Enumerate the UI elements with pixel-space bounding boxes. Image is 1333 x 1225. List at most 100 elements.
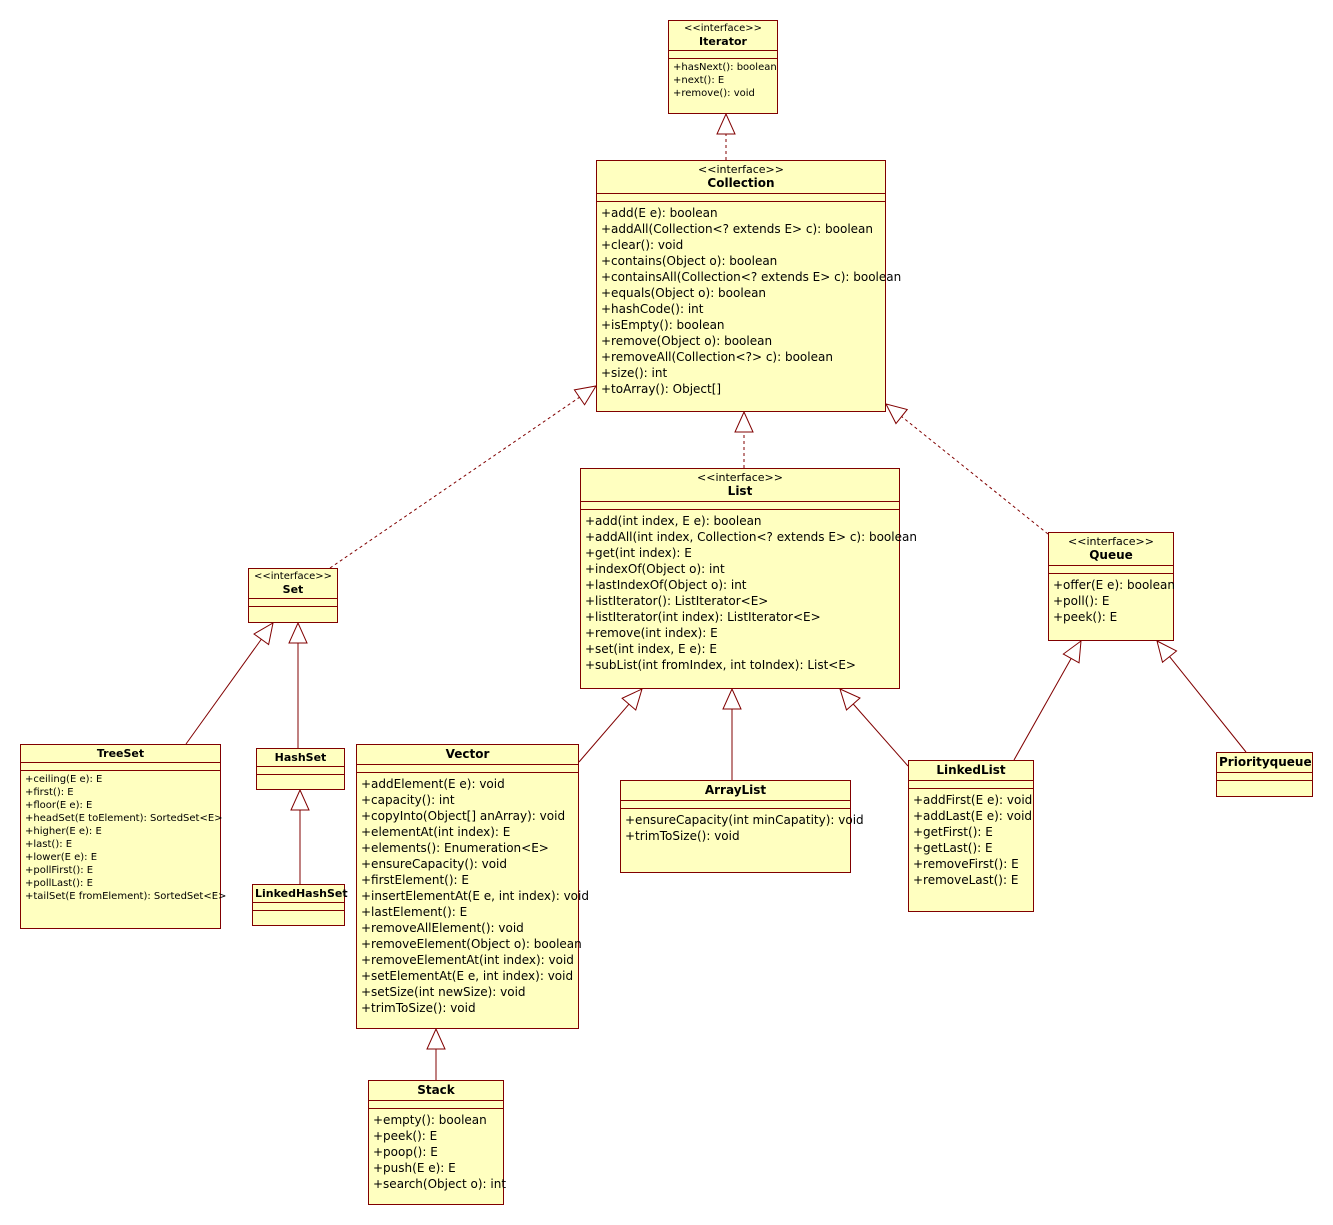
operation: +copyInto(Object[] anArray): void	[361, 809, 566, 823]
operations-compartment: +addFirst(E e): void+addLast(E e): void+…	[909, 789, 1033, 891]
operation: +setElementAt(E e, int index): void	[361, 969, 574, 983]
operation: +add(int index, E e): boolean	[585, 514, 762, 528]
attributes-compartment	[621, 801, 850, 809]
operation: +firstElement(): E	[361, 873, 469, 887]
operation: +first(): E	[25, 787, 74, 798]
stereotype-label: <<interface>>	[697, 471, 783, 484]
relation-line	[1013, 658, 1072, 761]
operations-compartment: +offer(E e): boolean+poll(): E+peek(): E	[1049, 574, 1175, 628]
operation: +ensureCapacity(int minCapatity): void	[625, 813, 864, 827]
operations-compartment: +addElement(E e): void+capacity(): int+c…	[357, 773, 589, 1019]
class-name: List	[727, 484, 753, 498]
operations-compartment	[1217, 781, 1312, 788]
hollow-arrowhead-icon	[253, 622, 274, 646]
attributes-compartment	[597, 194, 885, 202]
class-name: LinkedHashSet	[255, 887, 348, 900]
operation: +add(E e): boolean	[601, 206, 718, 220]
operation: +floor(E e): E	[25, 800, 93, 811]
class-name: Queue	[1089, 548, 1133, 562]
operations-compartment	[257, 775, 344, 782]
operations-compartment: +ceiling(E e): E+first(): E+floor(E e): …	[21, 771, 226, 905]
class-linkedhashset[interactable]: LinkedHashSet	[252, 884, 348, 926]
class-stack[interactable]: Stack +empty(): boolean+peek(): E+poop()…	[368, 1080, 507, 1205]
class-header: Priorityqueue	[1217, 753, 1312, 773]
operation: +indexOf(Object o): int	[585, 562, 725, 576]
stereotype-label: <<interface>>	[698, 163, 784, 176]
operation: +clear(): void	[601, 238, 684, 252]
operation: +setSize(int newSize): void	[361, 985, 526, 999]
operation: +toArray(): Object[]	[601, 382, 722, 396]
class-header: HashSet	[257, 749, 344, 767]
class-hashset[interactable]: HashSet	[256, 748, 345, 790]
hollow-arrowhead-icon	[621, 688, 643, 711]
operation: +last(): E	[25, 839, 73, 850]
class-header: LinkedList	[909, 761, 1033, 781]
stereotype-label: <<interface>>	[253, 571, 333, 582]
class-list[interactable]: <<interface>> List +add(int index, E e):…	[580, 468, 917, 689]
relation-generalization-linkedhashset-hashset	[290, 788, 310, 884]
hollow-arrowhead-icon	[1062, 639, 1082, 664]
class-header: <<interface>> Set	[249, 569, 337, 599]
class-set[interactable]: <<interface>> Set	[248, 568, 338, 623]
operation: +headSet(E toElement): SortedSet<E>	[25, 813, 223, 824]
operation: +capacity(): int	[361, 793, 455, 807]
operations-compartment: +add(E e): boolean+addAll(Collection<? e…	[597, 202, 901, 400]
class-header: LinkedHashSet	[253, 885, 348, 903]
class-header: <<interface>> Queue	[1049, 533, 1173, 566]
operation: +size(): int	[601, 366, 668, 380]
hollow-arrowhead-icon	[839, 688, 861, 711]
class-priorityqueue[interactable]: Priorityqueue	[1216, 752, 1313, 797]
operation: +next(): E	[673, 75, 725, 86]
operation: +hasNext(): boolean	[673, 62, 777, 73]
operation: +removeAll(Collection<?> c): boolean	[601, 350, 833, 364]
class-arraylist[interactable]: ArrayList +ensureCapacity(int minCapatit…	[620, 780, 864, 873]
relation-generalization-stack-vector	[426, 1027, 446, 1080]
class-header: Vector	[357, 745, 578, 765]
operation: +trimToSize(): void	[625, 829, 740, 843]
class-treeset[interactable]: TreeSet +ceiling(E e): E+first(): E+floo…	[20, 744, 226, 929]
class-iterator[interactable]: <<interface>> Iterator +hasNext(): boole…	[668, 20, 778, 114]
operation: +ensureCapacity(): void	[361, 857, 508, 871]
operation: +peek(): E	[1053, 610, 1118, 624]
class-linkedlist[interactable]: LinkedList +addFirst(E e): void+addLast(…	[908, 760, 1034, 912]
class-name: Stack	[417, 1083, 455, 1097]
class-header: <<interface>> List	[581, 469, 899, 502]
relation-realization-collection-iterator	[716, 112, 736, 160]
operation: +listIterator(): ListIterator<E>	[585, 594, 769, 608]
class-name: TreeSet	[96, 747, 145, 760]
operation: +push(E e): E	[373, 1161, 456, 1175]
operation: +addLast(E e): void	[913, 809, 1033, 823]
operation: +remove(Object o): boolean	[601, 334, 773, 348]
class-header: <<interface>> Collection	[597, 161, 885, 194]
attributes-compartment	[249, 599, 337, 607]
relation-generalization-hashset-set	[288, 621, 308, 748]
operation: +remove(): void	[673, 88, 755, 99]
operations-compartment	[253, 911, 344, 918]
operation: +removeElementAt(int index): void	[361, 953, 574, 967]
relation-line	[901, 416, 1049, 535]
hollow-arrowhead-icon	[1156, 640, 1178, 664]
operation: +isEmpty(): boolean	[601, 318, 725, 332]
class-queue[interactable]: <<interface>> Queue +offer(E e): boolean…	[1048, 532, 1175, 641]
operations-compartment: +hasNext(): boolean +next(): E +remove(): …	[669, 59, 777, 102]
hollow-arrowhead-icon	[426, 1027, 446, 1050]
class-name: LinkedList	[936, 763, 1006, 777]
attributes-compartment	[1049, 566, 1173, 574]
operation: +empty(): boolean	[373, 1113, 487, 1127]
operation: +set(int index, E e): E	[585, 642, 717, 656]
class-vector[interactable]: Vector +addElement(E e): void+capacity()…	[356, 744, 589, 1029]
operation: +removeFirst(): E	[913, 857, 1019, 871]
relation-line	[852, 703, 909, 767]
relation-generalization-priorityqueue-queue	[1156, 640, 1247, 753]
operation: +poop(): E	[373, 1145, 438, 1159]
relation-generalization-vector-list	[578, 688, 643, 763]
hollow-arrowhead-icon	[734, 410, 754, 433]
stereotype-label: <<interface>>	[1068, 535, 1154, 548]
class-header: ArrayList	[621, 781, 850, 801]
operation: +search(Object o): int	[373, 1177, 507, 1191]
class-collection[interactable]: <<interface>> Collection +add(E e): bool…	[596, 160, 901, 412]
operation: +lastIndexOf(Object o): int	[585, 578, 747, 592]
relation-line	[185, 638, 262, 745]
attributes-compartment	[357, 765, 578, 773]
